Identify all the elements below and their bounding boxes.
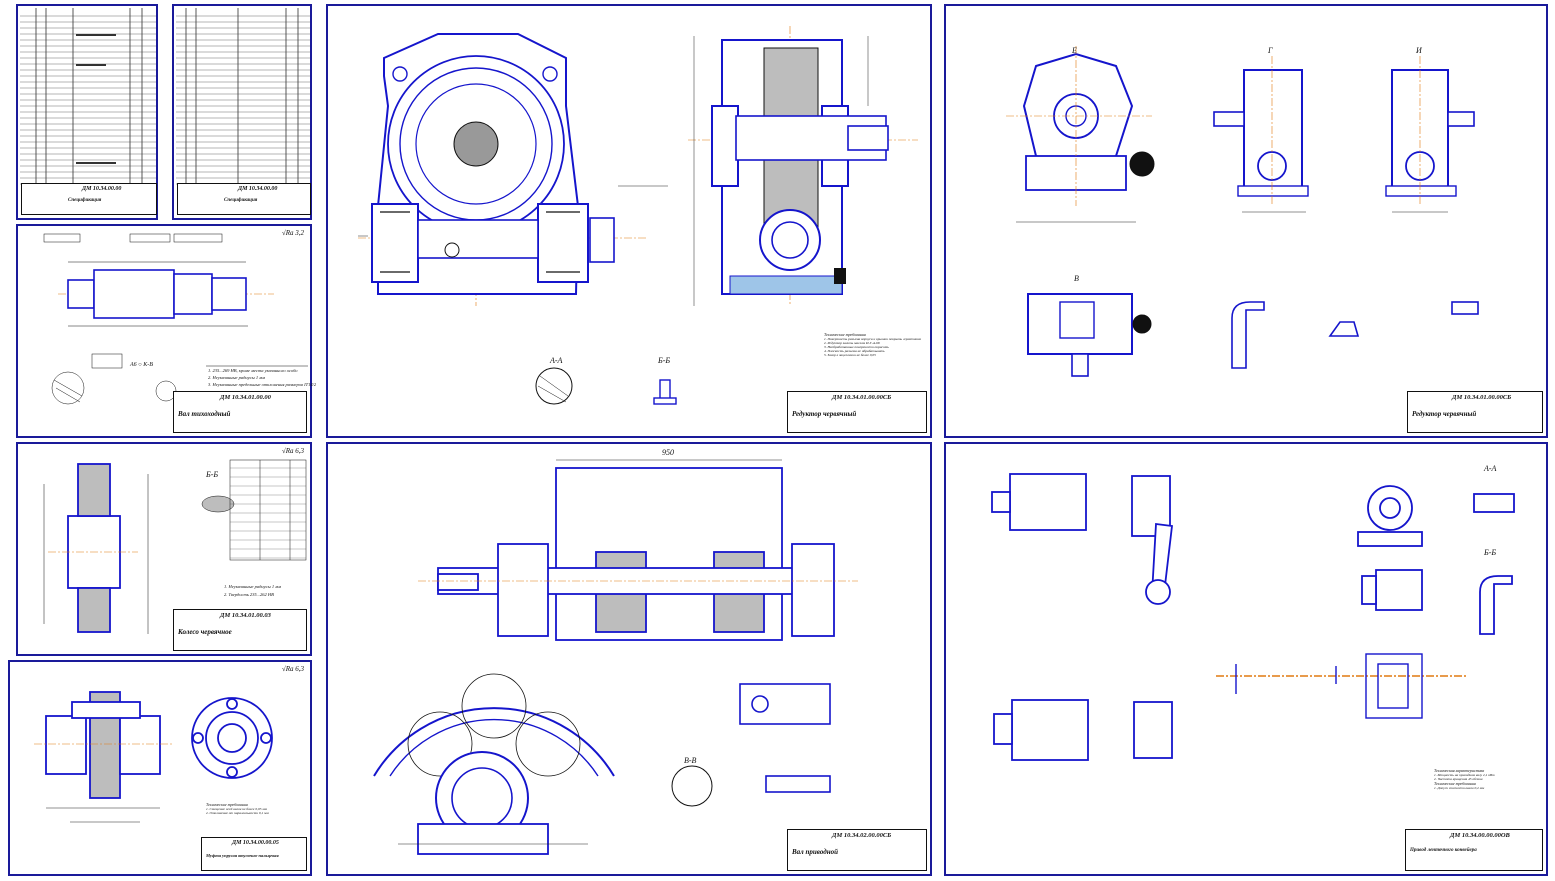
view-i (1385, 69, 1475, 197)
view-e (1022, 52, 1155, 191)
shaft-drawing: А6 ○ К-В (43, 233, 308, 405)
reducer-front-view (358, 33, 648, 306)
drive-code: ДМ 10.34.02.00.00СБ (832, 832, 892, 839)
layout-note-4: 1. Допуск соосности валов 0,2 мм (1434, 786, 1485, 790)
motor-bottom (993, 699, 1173, 761)
coupling-drawing (34, 691, 273, 823)
coupling-sheet: √Ra 6,3 Технические требования 1. Смещен… (8, 660, 312, 876)
spec2-code: ДМ 10.34.00.00 (238, 186, 278, 192)
reducer-side-section (688, 26, 918, 306)
drive-title: Вал приводной (792, 848, 838, 856)
reducer-assembly-drawing (358, 26, 918, 405)
spec1-caption: Спецификация (68, 198, 102, 203)
layout-section-a: А-А (1484, 464, 1497, 473)
shaft-code: ДМ 10.34.01.00.00 (220, 394, 271, 401)
wheel-roughness: √Ra 6,3 (281, 447, 304, 455)
wheel-title-block: ДМ 10.34.01.00.03 Колесо червячное (173, 609, 307, 651)
assembly-note-2: 2. Редуктор залить маслом И-Г-А-68 (824, 341, 880, 345)
assembly-note-5: 5. Зазор в зацеплении не более 0,05 (824, 353, 876, 357)
reducer-section-views (535, 367, 677, 405)
coupling-code: ДМ 10.34.00.00.05 (232, 840, 279, 846)
layout-section-b: Б-Б (1484, 548, 1497, 557)
layout-note-2: 2. Частота вращения 45 об/мин (1434, 777, 1483, 781)
spec-sheet-2: ДМ 10.34.00.00 Спецификация (172, 4, 312, 220)
view-label-i: И (1416, 46, 1422, 55)
wheel-section-label: Б-Б (206, 470, 219, 479)
shaft-roughness: √Ra 3,2 (281, 229, 304, 237)
layout-note-0: Техническая характеристика (1434, 768, 1485, 773)
spec-table-lines (20, 8, 156, 186)
assembly-note-0: Технические требования (824, 332, 866, 337)
wheel-title: Колесо червячное (178, 628, 232, 636)
wheel-note-2: 2. Твердость 235...262 НВ (224, 592, 274, 597)
drum-end-view (373, 673, 615, 855)
assembly-note-4: 4. Плоскость разъема не обрабатывать (824, 349, 885, 353)
reducer-views-sheet: Е Г И В ДМ 10.34.01.00.00СБ Редуктор чер… (944, 4, 1548, 438)
drive-shaft-drawing (373, 459, 858, 855)
wheel-note-1: 1. Неуказанные радиусы 1 мм (224, 584, 281, 589)
assembly-code: ДМ 10.34.01.00.00СБ (832, 394, 892, 401)
assembly-note-1: 1. Поверхность разъема корпуса и крышки … (824, 337, 921, 341)
views-title-block: ДМ 10.34.01.00.00СБ Редуктор червячный (1407, 391, 1543, 433)
coupling-title: Муфта упругая втулочно-пальцевая (206, 853, 279, 858)
view-label-e: Е (1072, 46, 1077, 55)
drive-section-label: В-В (684, 756, 697, 765)
shaft-title: Вал тихоходный (178, 410, 231, 418)
coupling-note-1: 1. Смещение осей валов не более 0,05 мм (206, 807, 267, 811)
layout-title-block: ДМ 10.34.00.00.00ОВ Привод ленточного ко… (1405, 829, 1543, 871)
section-bb-label: Б-Б (658, 356, 671, 365)
layout-code: ДМ 10.34.00.00.00ОВ (1450, 832, 1510, 839)
layout-note-1: 1. Мощность на приводном валу 2,1 кВт (1434, 773, 1495, 777)
views-code: ДМ 10.34.01.00.00СБ (1452, 394, 1512, 401)
kinematic-scheme (1216, 653, 1466, 719)
shaft-note-2: 2. Неуказанные радиусы 1 мм (208, 375, 265, 380)
dimension-lines (358, 36, 869, 306)
layout-title: Привод ленточного конвейера (1410, 848, 1477, 853)
section-aa-label: А-А (550, 356, 563, 365)
assembly-notes: Технические требования 1. Поверхность ра… (824, 332, 932, 357)
reducer-views-right (1357, 485, 1515, 635)
view-g (1213, 69, 1309, 197)
wheel-drawing (43, 459, 307, 634)
layout-note-3: Технические требования (1434, 781, 1476, 786)
layout-notes: Техническая характеристика 1. Мощность н… (1434, 768, 1546, 790)
assembly-title: Редуктор червячный (792, 410, 857, 418)
drive-layout-sheet: А-А Б-Б Техническая характеристика 1. Мо… (944, 442, 1548, 876)
spec2-caption: Спецификация (224, 198, 258, 203)
view-label-g: Г (1268, 46, 1273, 55)
assembly-title-block: ДМ 10.34.01.00.00СБ Редуктор червячный (787, 391, 927, 433)
coupling-note-0: Технические требования (206, 802, 248, 807)
wheel-code: ДМ 10.34.01.00.03 (220, 612, 271, 619)
coupling-notes: Технические требования 1. Смещение осей … (206, 802, 310, 815)
coupling-title-block: ДМ 10.34.00.00.05 Муфта упругая втулочно… (201, 837, 307, 871)
coupling-note-2: 2. Отклонение от параллельности 0,1 мм (206, 811, 269, 815)
coupling-roughness: √Ra 6,3 (281, 665, 304, 673)
worm-wheel-sheet: √Ra 6,3 Б-Б 1. Неуказанные радиусы 1 мм … (16, 442, 312, 656)
view-label-v: В (1074, 274, 1079, 283)
drive-shaft-sheet: 950 В-В ДМ 10.34.02.00.00СБ Вал приводно… (326, 442, 932, 876)
spec1-code: ДМ 10.34.00.00 (82, 186, 122, 192)
views-title: Редуктор червячный (1412, 410, 1477, 418)
small-details (1231, 301, 1479, 369)
spec2-title-block: ДМ 10.34.00.00 Спецификация (177, 183, 311, 215)
shaft-note-3: 3. Неуказанные предельные отклонения раз… (208, 382, 317, 387)
assembly-note-3: 3. Необработанные поверхности окрасить (824, 345, 889, 349)
drive-layout-drawing (991, 473, 1515, 761)
drive-title-block: ДМ 10.34.02.00.00СБ Вал приводной (787, 829, 927, 871)
motor-top (991, 473, 1173, 605)
shaft-note: А6 ○ К-В (129, 362, 153, 368)
spec-sheet-1: ДМ 10.34.00.00 Спецификация (16, 4, 158, 220)
worm-reducer-assembly-sheet: А-А Б-Б Технические требования 1. Поверх… (326, 4, 932, 438)
reducer-views-drawing (1006, 46, 1479, 377)
view-v (1027, 293, 1152, 377)
drive-top-dim: 950 (662, 448, 674, 457)
spec1-title-block: ДМ 10.34.00.00 Спецификация (21, 183, 157, 215)
shaft-title-block: ДМ 10.34.01.00.00 Вал тихоходный (173, 391, 307, 433)
shaft-note-1: 1. 235...269 НВ, кроме места указанного … (208, 368, 298, 373)
shaft-drawing-sheet: √Ra 3,2 А6 ○ К-В 1. 235...269 НВ, кроме … (16, 224, 316, 438)
